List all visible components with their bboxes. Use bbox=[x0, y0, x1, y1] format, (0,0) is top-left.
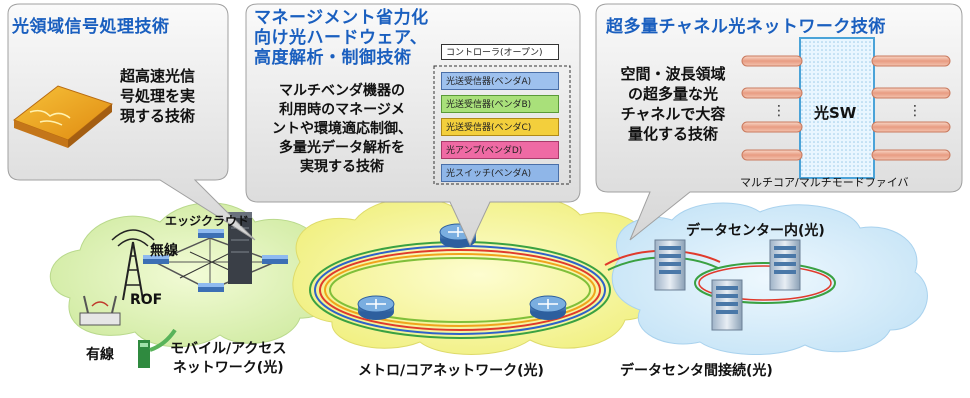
stack-layer-controller: コントローラ(オープン) bbox=[441, 44, 559, 60]
desc-line: 号処理を実 bbox=[120, 87, 196, 105]
dc-server-icon bbox=[711, 279, 743, 331]
desc-line: 量化する技術 bbox=[627, 125, 718, 143]
desc-line: チャネルで大容 bbox=[620, 105, 726, 123]
rof-label: ROF bbox=[130, 292, 163, 308]
desc-line: 実現する技術 bbox=[300, 159, 384, 175]
dc-server-icon bbox=[654, 239, 686, 291]
optical-switch-label: 光SW bbox=[814, 104, 857, 122]
callout-optical-signal-processing bbox=[7, 3, 256, 241]
optical-switch-box bbox=[799, 37, 875, 179]
stack-layer-transceiver-a: 光送受信器(ベンダA) bbox=[441, 72, 559, 90]
dc-interconnect-label: データセンタ間接続(光) bbox=[620, 363, 773, 379]
switch-icon bbox=[198, 229, 224, 238]
svg-text:⋮: ⋮ bbox=[908, 103, 922, 119]
stack-layer-amplifier-d: 光アンプ(ベンダD) bbox=[441, 141, 559, 159]
desc-line: マルチベンダ機器の bbox=[279, 83, 405, 99]
label-line: モバイル/アクセス bbox=[170, 341, 287, 357]
optical-chip-icon bbox=[12, 85, 114, 148]
callout-desc-management: マルチベンダ機器の 利用時のマネージメ ントや環境適応制御、 多量光データ解析を… bbox=[252, 82, 432, 177]
multicore-fiber-bundle: ⋮ ⋮ bbox=[741, 55, 951, 161]
wifi-router-icon bbox=[79, 295, 121, 326]
router-icon bbox=[357, 295, 395, 320]
svg-text:⋮: ⋮ bbox=[772, 103, 786, 119]
fiber-label: マルチコア/マルチモードファイバ bbox=[740, 176, 909, 189]
switch-icon bbox=[143, 255, 169, 264]
desc-line: 超高速光信 bbox=[120, 67, 196, 85]
callout-title-management: マネージメント省力化 向け光ハードウェア、 高度解析・制御技術 bbox=[254, 8, 429, 68]
vendor-stack-frame bbox=[433, 65, 571, 185]
wired-terminal-icon bbox=[138, 340, 150, 368]
desc-line: 利用時のマネージメ bbox=[279, 102, 405, 118]
desc-line: 多量光データ解析を bbox=[279, 140, 405, 156]
title-line: 向け光ハードウェア、 bbox=[254, 28, 428, 48]
switch-icon bbox=[262, 255, 288, 264]
stack-layer-switch-a: 光スイッチ(ベンダA) bbox=[441, 164, 559, 182]
mobile-access-label: モバイル/アクセス ネットワーク(光) bbox=[170, 340, 286, 378]
wireless-label: 無線 bbox=[150, 243, 178, 259]
wired-label: 有線 bbox=[86, 347, 114, 363]
callout-title-massive-channel: 超多量チャネル光ネットワーク技術 bbox=[606, 17, 886, 37]
dc-server-icon bbox=[769, 239, 801, 291]
stack-layer-transceiver-c: 光送受信器(ベンダC) bbox=[441, 118, 559, 136]
wireless-beam bbox=[149, 328, 177, 352]
callout-desc-massive-channel: 空間・波長領域 の超多量な光 チャネルで大容 量化する技術 bbox=[606, 64, 740, 144]
desc-line: の超多量な光 bbox=[627, 85, 718, 103]
edge-cloud-label: エッジクラウド bbox=[165, 214, 250, 228]
desc-line: ントや環境適応制御、 bbox=[272, 121, 412, 137]
callout-management-hardware bbox=[245, 3, 581, 247]
metro-core-label: メトロ/コアネットワーク(光) bbox=[358, 363, 544, 379]
switch-icon bbox=[198, 283, 224, 292]
radio-tower-icon bbox=[111, 229, 155, 301]
label-line: ネットワーク(光) bbox=[172, 360, 284, 376]
callout-desc-optical-signal-processing: 超高速光信 号処理を実 現する技術 bbox=[120, 66, 195, 126]
dc-ring bbox=[694, 262, 836, 304]
dc-inside-label: データセンター内(光) bbox=[686, 223, 825, 239]
stack-layer-transceiver-b: 光送受信器(ベンダB) bbox=[441, 95, 559, 113]
title-line: 高度解析・制御技術 bbox=[254, 48, 412, 68]
callout-title-optical-signal-processing: 光領域信号処理技術 bbox=[12, 17, 170, 37]
desc-line: 空間・波長領域 bbox=[620, 65, 726, 83]
router-icon bbox=[529, 295, 567, 320]
desc-line: 現する技術 bbox=[120, 107, 196, 125]
title-line: マネージメント省力化 bbox=[254, 8, 429, 28]
